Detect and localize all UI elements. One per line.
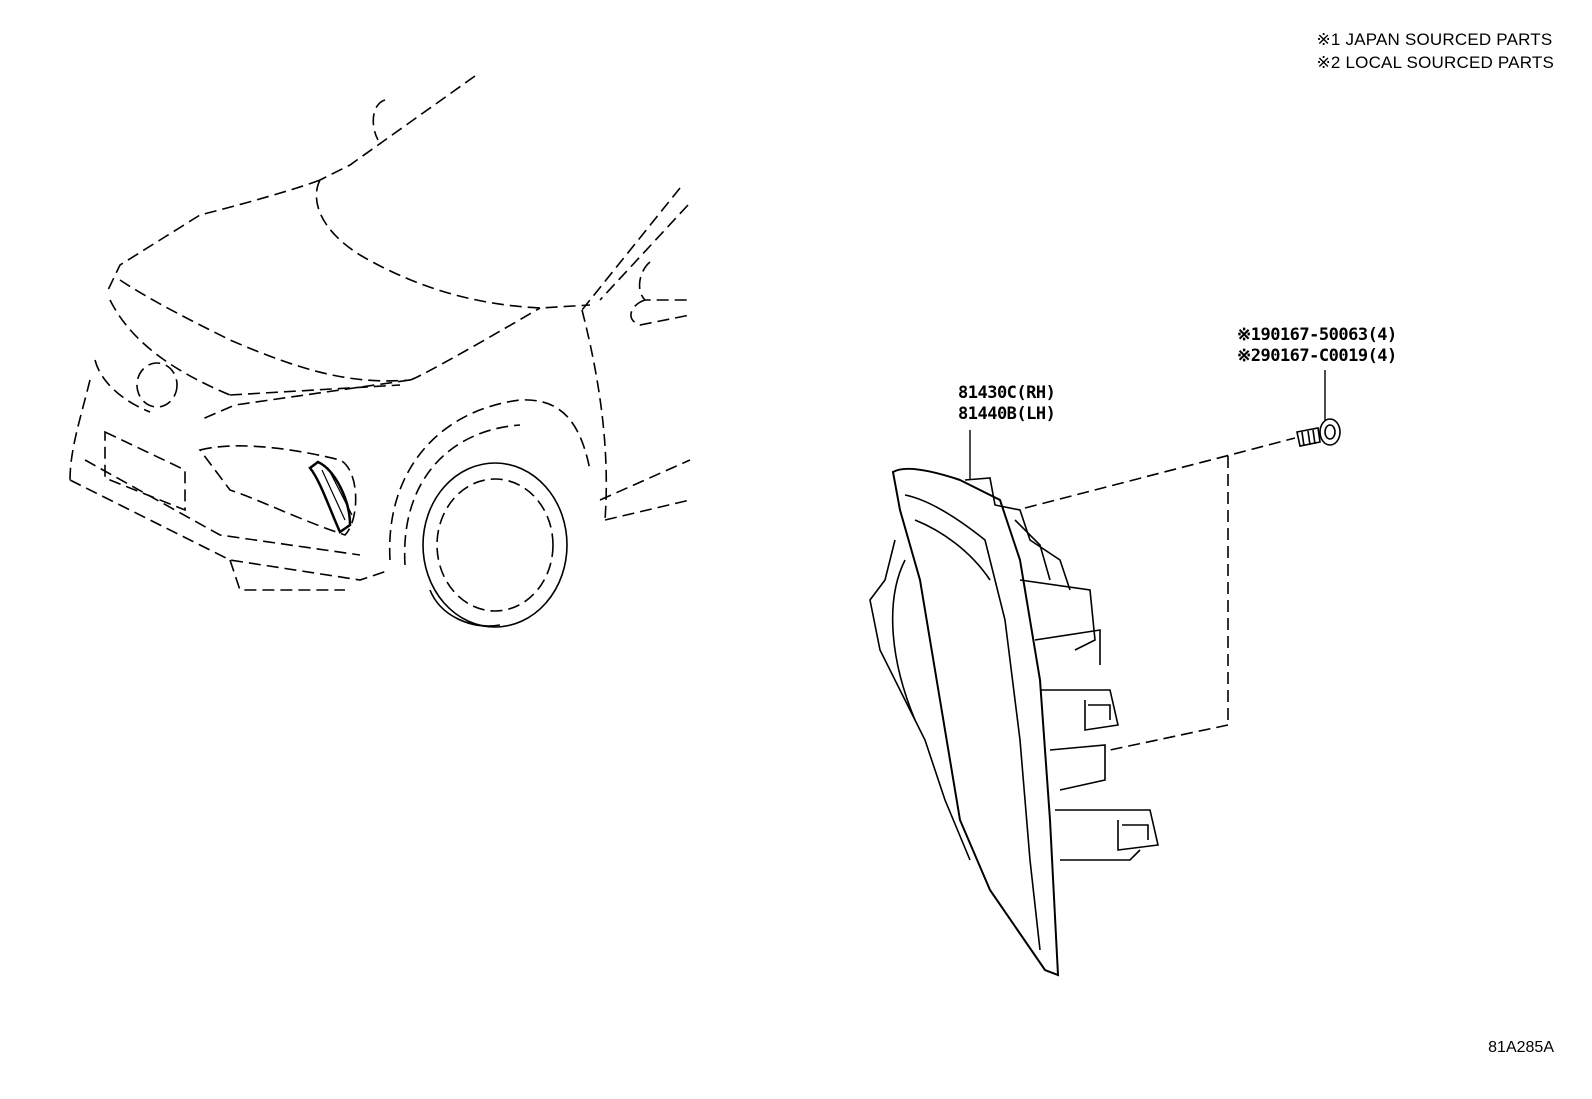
part-number-rh: 81430C(RH) xyxy=(958,383,1056,403)
leader-lines xyxy=(969,370,1326,480)
legend-note-local: ※2 LOCAL SOURCED PARTS xyxy=(1316,53,1554,72)
part-number-screw-japan: ※190167-50063(4) xyxy=(1237,325,1397,345)
lamp-assembly xyxy=(869,437,1296,977)
legend-note-japan: ※1 JAPAN SOURCED PARTS xyxy=(1316,30,1553,49)
screw-part-numbers: ※190167-50063(4) ※290167-C0019(4) xyxy=(1237,325,1397,367)
part-number-lh: 81440B(LH) xyxy=(958,404,1056,424)
vehicle-front-outline xyxy=(69,75,691,628)
lamp-part-numbers: 81430C(RH) 81440B(LH) xyxy=(958,383,1056,425)
part-number-screw-local: ※290167-C0019(4) xyxy=(1237,346,1397,366)
screw xyxy=(1296,418,1341,447)
illustration-reference: 81A285A xyxy=(1488,1039,1554,1056)
sourcing-legend: ※1 JAPAN SOURCED PARTS ※2 LOCAL SOURCED … xyxy=(1316,28,1554,74)
